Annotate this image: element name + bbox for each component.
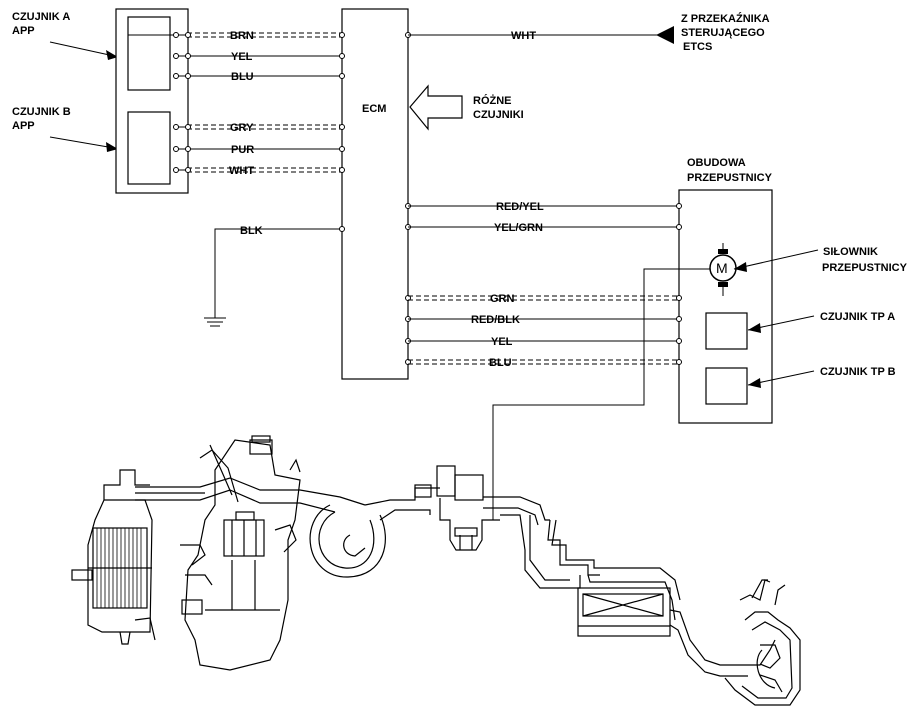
throttle-body-line2: PRZEPUSTNICY	[687, 172, 773, 184]
throttle-body-line1: OBUDOWA	[687, 157, 746, 169]
engine-block	[180, 435, 301, 671]
wire-label-yel-tb: YEL	[491, 336, 513, 348]
ecm-pins	[339, 32, 411, 365]
relay-label-line2: STERUJĄCEGO	[681, 27, 765, 39]
various-sensors-label: RÓŻNE CZUJNIKI	[473, 94, 524, 121]
sensor-b-label-line2: APP	[12, 120, 35, 132]
motor-symbol: M	[716, 260, 728, 276]
tp-sensor-b-label: CZUJNIK TP B	[820, 366, 896, 378]
throttle-location-leader	[492, 268, 710, 520]
app-sensor-a-box	[127, 16, 171, 91]
sensor-b-label-line1: CZUJNIK B	[12, 106, 71, 118]
wire-label-blu-app: BLU	[231, 71, 254, 83]
sensor-b-pointer	[49, 136, 115, 149]
wire-label-blk: BLK	[240, 225, 263, 237]
actuator-pointer	[733, 249, 819, 270]
actuator-arrowhead	[734, 262, 747, 272]
wire-label-brn: BRN	[230, 30, 254, 42]
ecm-label: ECM	[362, 103, 386, 115]
wire-label-yel-app: YEL	[231, 51, 253, 63]
sensor-a-label: CZUJNIK A APP	[12, 11, 70, 37]
wire-label-red-yel: RED/YEL	[496, 201, 544, 213]
app-wires	[128, 32, 341, 173]
app-pins	[173, 32, 191, 173]
sensor-a-label-line2: APP	[12, 25, 35, 37]
relay-label-line1: Z PRZEKAŹNIKA	[681, 12, 770, 25]
radiator	[71, 469, 156, 645]
sensor-a-pointer	[49, 41, 115, 57]
resonator-box	[577, 587, 671, 637]
tp-b-arrowhead	[748, 378, 761, 388]
wire-label-gry: GRY	[230, 122, 254, 134]
ground-wire	[204, 228, 341, 327]
tp-sensor-b-box	[705, 367, 748, 405]
engine-compartment-drawing	[71, 435, 801, 706]
various-sensors-line2: CZUJNIKI	[473, 109, 524, 121]
relay-label-line3: ETCS	[683, 41, 712, 53]
wire-label-yel-grn: YEL/GRN	[494, 222, 543, 234]
wire-label-grn: GRN	[490, 293, 515, 305]
intake-manifold	[414, 465, 500, 551]
tp-a-arrowhead	[748, 323, 761, 333]
throttle-actuator-line2: PRZEPUSTNICY	[822, 262, 908, 274]
throttle-body-label: OBUDOWA PRZEPUSTNICY	[687, 157, 773, 184]
wire-label-red-blk: RED/BLK	[471, 314, 520, 326]
app-sensor-b-box	[127, 111, 171, 185]
sensor-a-label-line1: CZUJNIK A	[12, 11, 70, 23]
wire-label-pur: PUR	[231, 144, 254, 156]
sensor-b-label: CZUJNIK B APP	[12, 106, 71, 132]
relay-label: Z PRZEKAŹNIKA STERUJĄCEGO ETCS	[681, 12, 770, 53]
wire-label-wht-app: WHT	[229, 165, 254, 177]
throttle-actuator-line1: SIŁOWNIK	[823, 246, 878, 258]
wire-label-blu-tb: BLU	[489, 357, 512, 369]
sensor-b-arrowhead	[106, 142, 118, 152]
tp-sensor-a-box	[705, 312, 748, 350]
throttle-wires	[408, 205, 678, 365]
ecm-box	[341, 8, 409, 380]
throttle-body-pins	[676, 203, 682, 365]
various-sensors-line1: RÓŻNE	[473, 94, 512, 107]
various-sensors-arrow	[409, 84, 463, 131]
relay-arrowhead	[656, 26, 674, 44]
sensor-a-arrowhead	[106, 50, 118, 60]
throttle-actuator-label: SIŁOWNIK PRZEPUSTNICY	[822, 246, 908, 274]
tp-sensor-a-label: CZUJNIK TP A	[820, 311, 895, 323]
wire-label-wht-relay: WHT	[511, 30, 536, 42]
